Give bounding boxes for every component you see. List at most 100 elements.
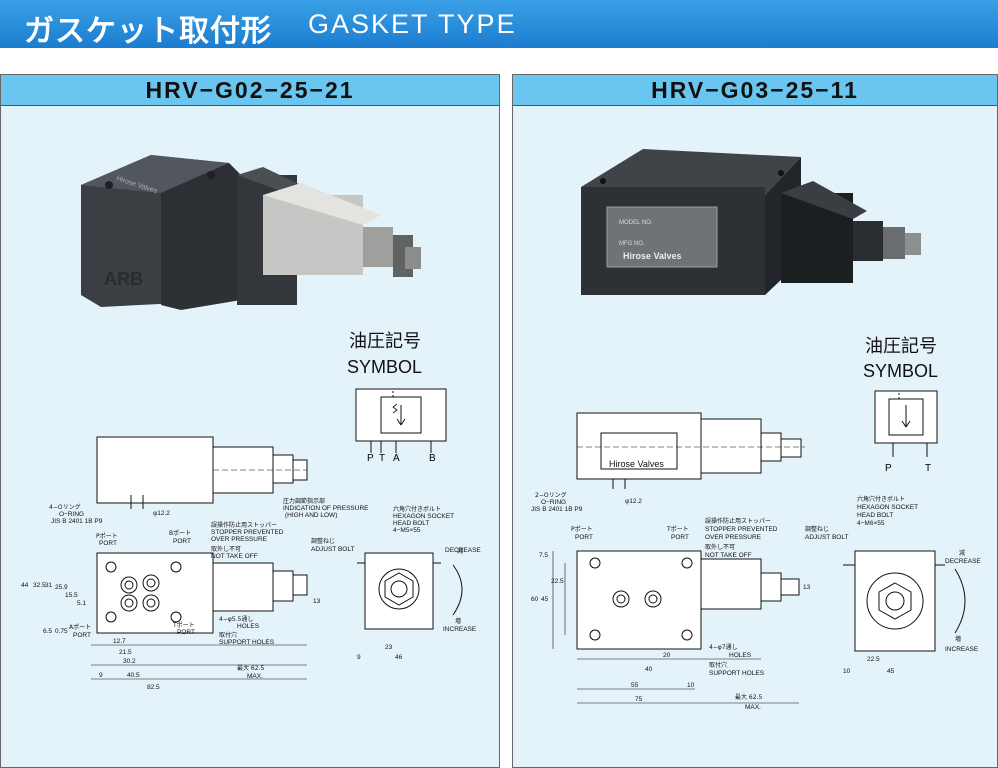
valve-photo-left: ARB Hirose Valves <box>81 155 421 310</box>
a-port-en-left: PORT <box>73 632 91 639</box>
hydraulic-symbol-left <box>355 388 447 453</box>
photo-brand-right: Hirose Valves <box>623 251 682 261</box>
left-drawing: ARB Hirose Valves 油圧記号 SYMBOL P T A B <box>21 155 481 691</box>
nottake-en-left: NOT TAKE OFF <box>211 553 258 560</box>
symbol-title-en-right: SYMBOL <box>863 361 938 381</box>
holes-en-right: HOLES <box>729 652 752 659</box>
dia-left: φ12.2 <box>153 510 170 517</box>
dim-13-right: 13 <box>803 584 811 591</box>
dim-75-right: 7.5 <box>539 552 548 559</box>
adjust-en-left: ADJUST BOLT <box>311 546 354 553</box>
side-view-right <box>576 412 805 489</box>
holes-en-left: HOLES <box>237 623 260 630</box>
hex-spec-right: 4−M6×55 <box>857 520 885 527</box>
stopper-en2-left: OVER PRESSURE <box>211 536 268 543</box>
dim-259-left: 25.9 <box>55 584 68 591</box>
end-view-left <box>357 552 463 630</box>
front-view-right <box>552 550 800 704</box>
dim-9-left: 9 <box>99 672 103 679</box>
t-port-en-left: PORT <box>177 629 195 636</box>
holes-jp-right: 4−φ7通し <box>709 643 738 651</box>
oring-std-left: JIS B 2401 1B P9 <box>51 518 103 525</box>
valve-photo-right: MODEL NO. MFG NO. Hirose Valves <box>581 149 921 295</box>
holes-jp-left: 4−φ5.5通し <box>219 615 253 623</box>
dim-51-left: 5.1 <box>77 600 86 607</box>
oring-en-left: O−RING <box>59 511 84 518</box>
max-jp-right: 最大 62.5 <box>735 693 762 701</box>
hex-en2-left: HEAD BOLT <box>393 520 429 527</box>
stopper-jp-left: 誤操作防止用ストッパー <box>211 521 277 529</box>
support-en-left: SUPPORT HOLES <box>219 639 275 646</box>
dim-215-left: 21.5 <box>119 649 132 656</box>
header-title-en: GASKET TYPE <box>308 9 517 39</box>
dim-225-right: 22.5 <box>551 578 564 585</box>
dim-9b-left: 9 <box>357 654 361 661</box>
t-port-jp-right: Tポート <box>666 525 689 533</box>
hex-jp-left: 六角穴付きボルト <box>393 505 441 513</box>
dim-45b-right: 45 <box>887 668 895 675</box>
decrease-en-right: DECREASE <box>945 558 981 565</box>
decrease-jp-left: 減 <box>457 547 463 555</box>
stopper-en2-right: OVER PRESSURE <box>705 534 762 541</box>
dim-65-left: 6.5 <box>43 628 52 635</box>
symbol-title-jp-left: 油圧記号 <box>349 331 421 352</box>
dia-right: φ12.2 <box>625 498 642 505</box>
symbol-title-en-left: SYMBOL <box>347 357 422 377</box>
dim-44-left: 44 <box>21 582 29 589</box>
dim-45-right: 45 <box>541 596 549 603</box>
support-en-right: SUPPORT HOLES <box>709 670 765 677</box>
nottake-jp-right: 取外し不可 <box>705 543 735 551</box>
p-port-jp-right: Pポート <box>571 525 593 533</box>
pressure-en2-left: (HIGH AND LOW) <box>285 512 337 519</box>
max-en-right: MAX. <box>745 704 761 711</box>
model-title-right: HRV−G03−25−11 <box>513 75 997 106</box>
nottake-en-right: NOT TAKE OFF <box>705 552 752 559</box>
dim-155-left: 15.5 <box>65 592 78 599</box>
dim-825-left: 82.5 <box>147 684 160 691</box>
header-title-jp: ガスケット取付形 <box>24 14 272 49</box>
decrease-jp-right: 減 <box>959 549 965 557</box>
dim-60-right: 60 <box>531 596 539 603</box>
p-port-en-right: PORT <box>575 534 593 541</box>
dim-302-left: 30.2 <box>123 658 136 665</box>
dim-55-right: 55 <box>631 682 639 689</box>
end-view-right <box>843 550 966 652</box>
photo-model-right: MODEL NO. <box>619 220 653 226</box>
hex-en2-right: HEAD BOLT <box>857 512 893 519</box>
increase-en-right: INCREASE <box>945 646 979 653</box>
dim-23-left: 23 <box>385 644 393 651</box>
panel-right: HRV−G03−25−11 MODEL NO. MFG NO. Hirose V… <box>512 74 998 768</box>
symbol-port-t-left: T <box>379 453 385 464</box>
decrease-en-left: DECREASE <box>445 547 481 554</box>
symbol-title-jp-right: 油圧記号 <box>865 336 937 357</box>
adjust-jp-right: 調整ねじ <box>805 525 829 533</box>
dim-75b-right: 75 <box>635 696 643 703</box>
oring-en-right: O−RING <box>541 499 566 506</box>
stopper-en1-right: STOPPER PREVENTED <box>705 526 778 533</box>
max-en-left: MAX. <box>247 673 263 680</box>
dim-10b-right: 10 <box>843 668 851 675</box>
symbol-port-p-right: P <box>885 463 892 474</box>
oring-jp-right: 2−Oリング <box>535 491 567 499</box>
right-drawing: MODEL NO. MFG NO. Hirose Valves 油圧記号 SYM… <box>531 149 981 711</box>
b-port-en-left: PORT <box>173 538 191 545</box>
nottake-jp-left: 取外し不可 <box>211 545 241 553</box>
dim-46-left: 46 <box>395 654 403 661</box>
symbol-port-a-left: A <box>393 453 400 464</box>
model-title-left: HRV−G02−25−21 <box>1 75 499 106</box>
symbol-port-t-right: T <box>925 463 931 474</box>
stopper-jp-right: 誤操作防止用ストッパー <box>705 517 771 525</box>
adjust-jp-left: 調整ねじ <box>311 537 335 545</box>
dim-225b-right: 22.5 <box>867 656 880 663</box>
oring-std-right: JIS B 2401 1B P9 <box>531 506 583 513</box>
photo-logo-left: ARB <box>104 269 143 289</box>
dim-127-left: 12.7 <box>113 638 126 645</box>
max-jp-left: 最大 62.5 <box>237 664 264 672</box>
page-header: ガスケット取付形 GASKET TYPE <box>0 0 998 49</box>
t-port-jp-left: Tポート <box>172 621 195 629</box>
symbol-port-p-left: P <box>367 453 374 464</box>
pressure-en1-left: INDICATION OF PRESSURE <box>283 505 369 512</box>
b-port-jp-left: Bポート <box>169 529 191 537</box>
photo-mfg-right: MFG NO. <box>619 241 645 247</box>
front-view-left <box>91 552 308 680</box>
